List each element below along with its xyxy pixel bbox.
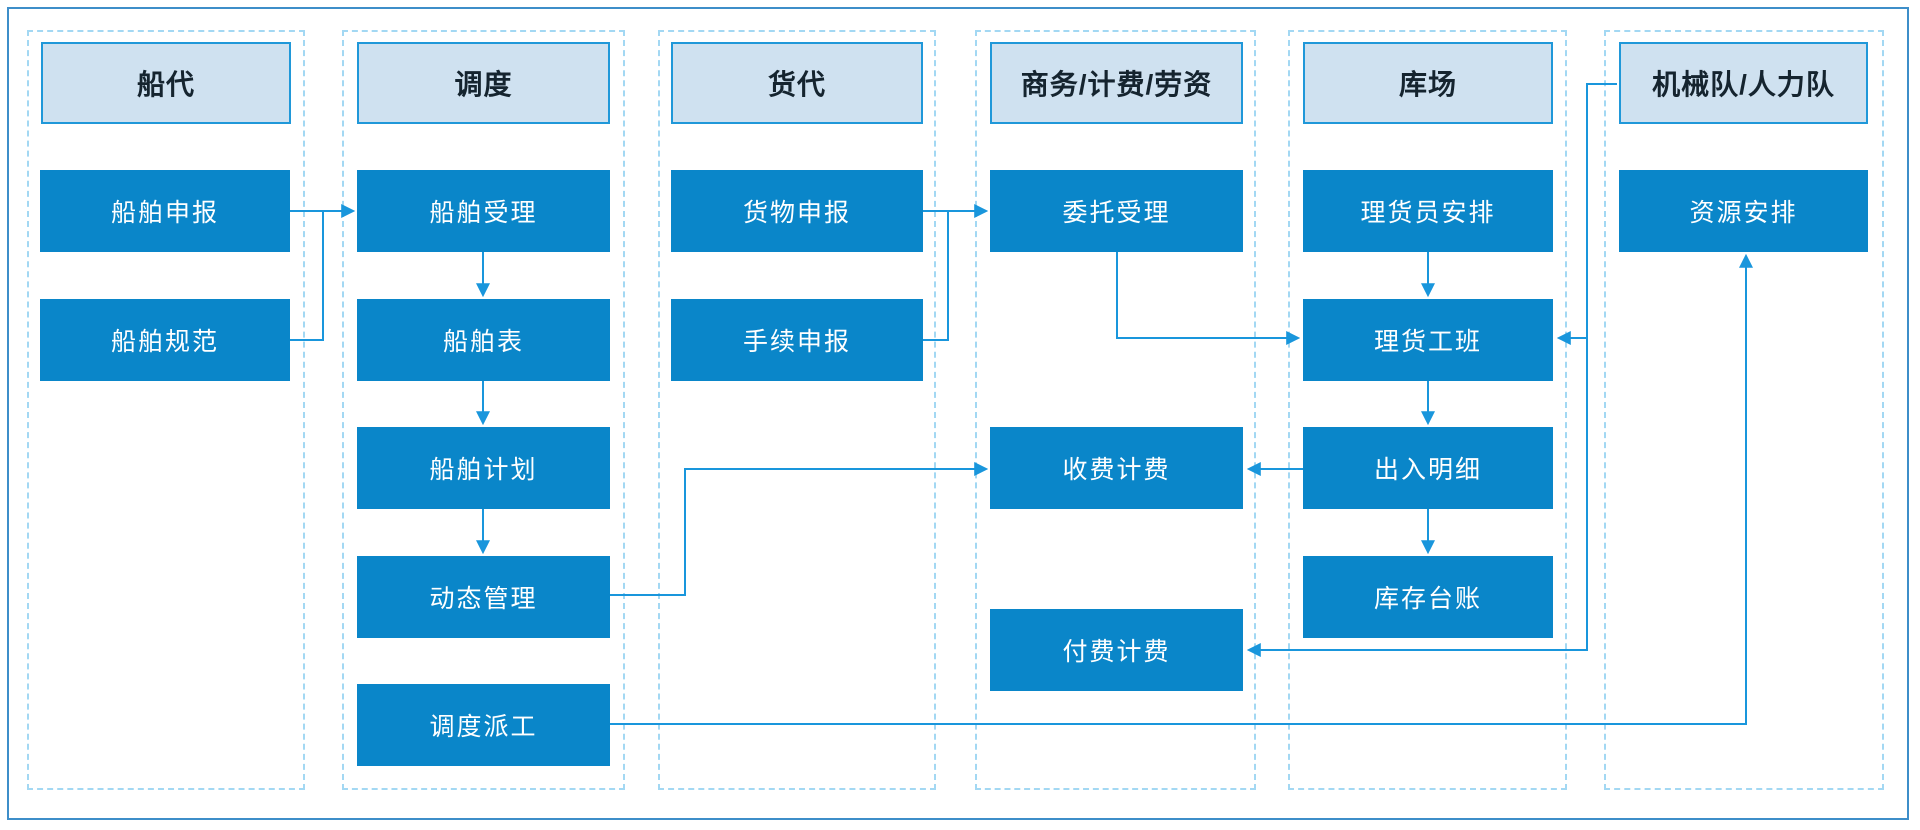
node-tally-clerk-arrangement: 理货员安排: [1303, 170, 1553, 252]
arrow-commission-acceptance-to-tally-shift: [1116, 252, 1301, 345]
node-inventory-ledger: 库存台账: [1303, 556, 1553, 638]
header-dispatch: 调度: [357, 42, 610, 124]
line-ship-specification-join: [290, 212, 324, 341]
lane-commerce-billing-labor: [975, 30, 1256, 790]
node-ship-acceptance: 船舶受理: [357, 170, 610, 252]
arrow-dynamic-management-to-charge-billing: [610, 462, 989, 596]
node-ship-declaration: 船舶申报: [40, 170, 290, 252]
node-ship-table: 船舶表: [357, 299, 610, 381]
arrow-machinery-team-to-payment-billing: [1246, 83, 1617, 657]
lane-dispatch: [342, 30, 625, 790]
node-tally-shift: 理货工班: [1303, 299, 1553, 381]
node-commission-acceptance: 委托受理: [990, 170, 1243, 252]
node-dispatch-assignment: 调度派工: [357, 684, 610, 766]
lane-yard: [1288, 30, 1567, 790]
node-payment-billing: 付费计费: [990, 609, 1243, 691]
node-resource-arrangement: 资源安排: [1619, 170, 1868, 252]
lane-ship-agent: [27, 30, 305, 790]
node-ship-plan: 船舶计划: [357, 427, 610, 509]
header-commerce-billing-labor: 商务/计费/劳资: [990, 42, 1243, 124]
line-procedure-declaration-join: [923, 212, 949, 341]
lane-freight-forwarder: [658, 30, 936, 790]
lane-machinery-labor-team: [1604, 30, 1884, 790]
node-cargo-declaration: 货物申报: [671, 170, 923, 252]
outer-border: [7, 7, 1909, 820]
node-dynamic-management: 动态管理: [357, 556, 610, 638]
node-charge-billing: 收费计费: [990, 427, 1243, 509]
node-ship-specification: 船舶规范: [40, 299, 290, 381]
arrow-dispatch-assignment-to-resource-arrangement: [610, 253, 1753, 725]
node-in-out-details: 出入明细: [1303, 427, 1553, 509]
header-machinery-labor-team: 机械队/人力队: [1619, 42, 1868, 124]
header-freight-forwarder: 货代: [671, 42, 923, 124]
header-yard: 库场: [1303, 42, 1553, 124]
node-procedure-declaration: 手续申报: [671, 299, 923, 381]
header-ship-agent: 船代: [41, 42, 291, 124]
